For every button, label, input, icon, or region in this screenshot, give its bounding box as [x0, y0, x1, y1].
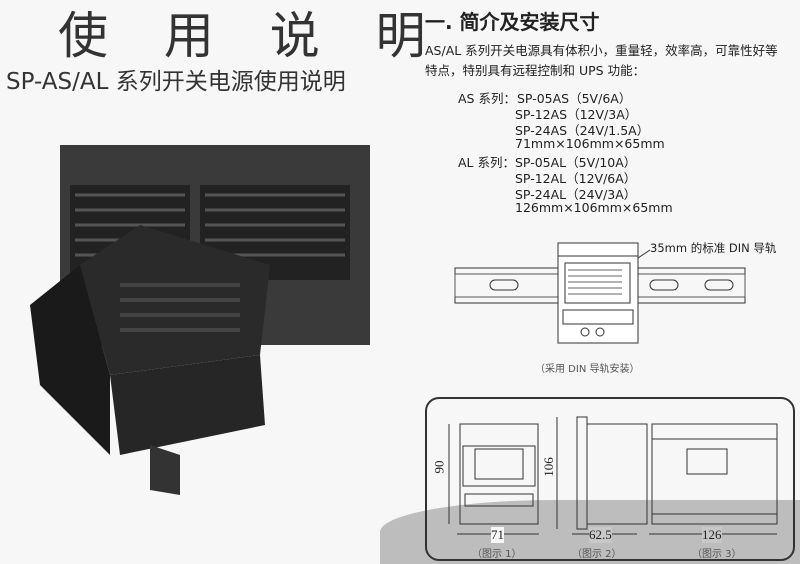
dimensions-text: 71mm×106mm×65mm: [515, 136, 665, 151]
section-heading: 一. 简介及安装尺寸: [425, 10, 600, 34]
model-item: SP-12AL（12V/6A）: [515, 171, 637, 186]
model-item: SP-05AS（5V/6A）: [517, 91, 632, 106]
dim-label-62-5: 62.5: [589, 527, 612, 543]
as-series-label: AS 系列：: [458, 91, 516, 106]
page-title: 使 用 说 明: [58, 7, 446, 65]
dim-label-71: 71: [491, 527, 504, 543]
intro-text: AS/AL 系列开关电源具有体积小，重量轻，效率高，可靠性好等: [425, 43, 778, 58]
product-photo: [30, 145, 370, 495]
model-item: SP-24AS（24V/1.5A）: [515, 123, 650, 138]
page-subtitle: SP-AS/AL 系列开关电源使用说明: [6, 69, 346, 95]
dimensions-text: 126mm×106mm×65mm: [515, 200, 673, 215]
dim-label-106: 106: [540, 457, 556, 477]
din-rail-diagram: [454, 242, 746, 344]
dimension-drawings: [448, 416, 778, 535]
figure-caption-3: （图示 3）: [692, 549, 742, 560]
model-item: SP-24AL（24V/3A）: [515, 187, 637, 202]
figure-caption-2: （图示 2）: [572, 549, 622, 560]
al-series-label: AL 系列：: [458, 155, 515, 170]
model-item: SP-05AL（5V/10A）: [515, 155, 637, 170]
figure-caption-1: （图示 1）: [472, 549, 522, 560]
model-item: SP-12AS（12V/3A）: [515, 107, 638, 122]
dimension-figures: 90 71 106 62.5 126 （图示 1） （图示 2） （图示 3）: [425, 397, 795, 561]
dim-label-126: 126: [702, 527, 722, 543]
intro-text: 特点，特别具有远程控制和 UPS 功能：: [425, 63, 646, 78]
din-rail-label: 35mm 的标准 DIN 导轨: [650, 241, 777, 255]
dim-label-90: 90: [431, 460, 447, 474]
din-caption: （采用 DIN 导轨安装）: [535, 364, 640, 375]
